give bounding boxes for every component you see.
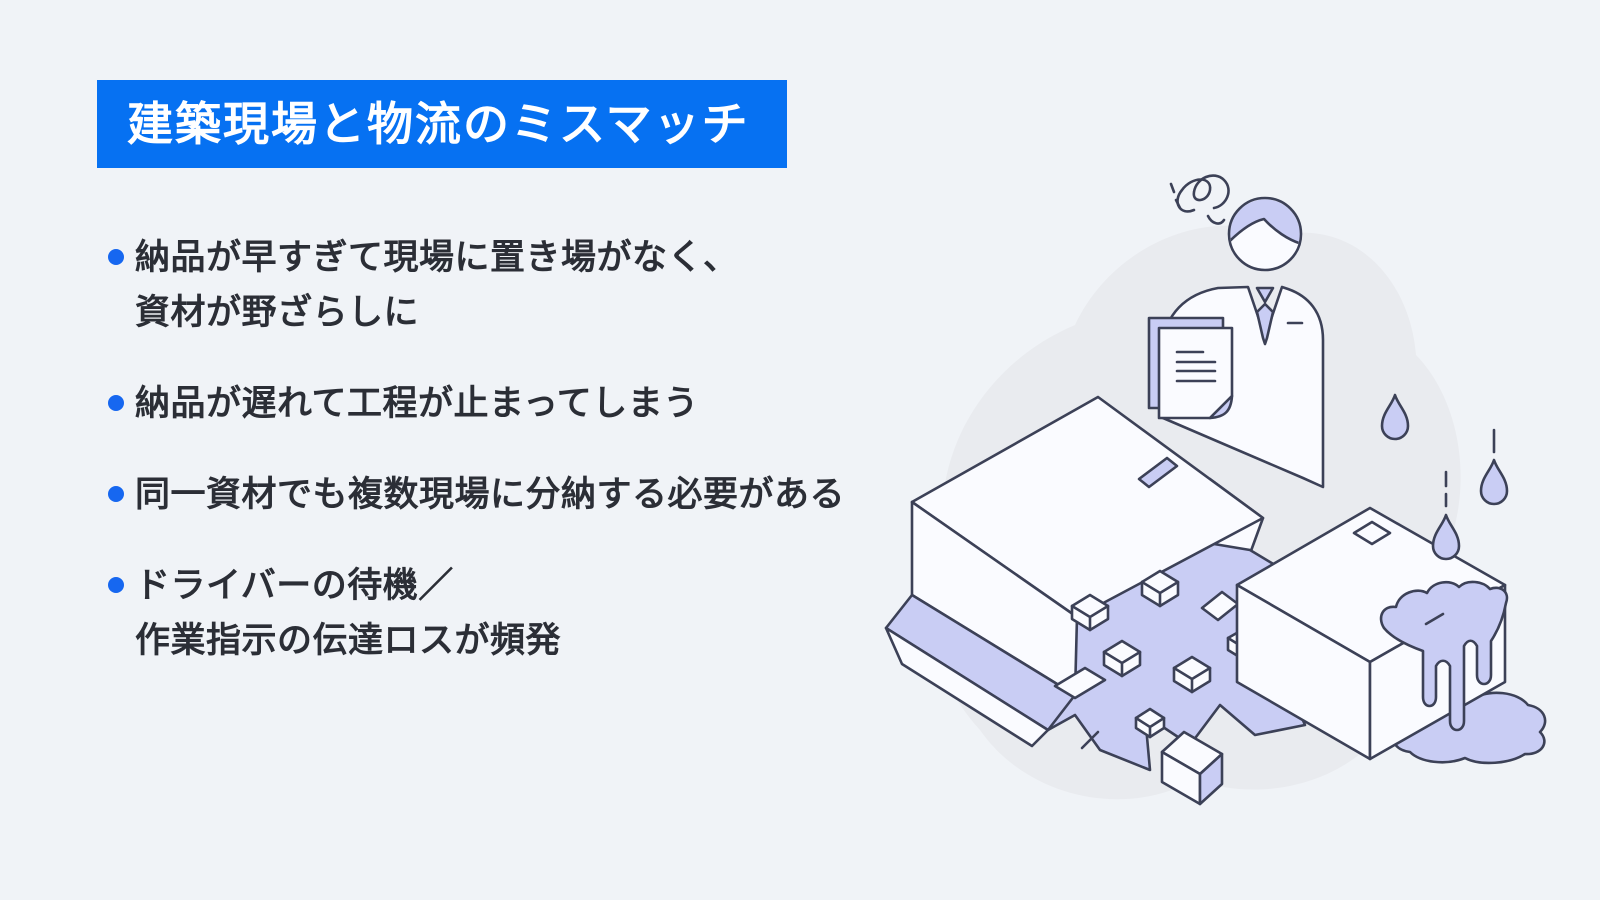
box-flap-outer [884,626,1050,748]
front-sheet [1157,326,1234,420]
list-item-text: 納品が遅れて工程が止まってしまう [135,384,699,423]
list-item-text: 資材が野ざらしに [135,293,420,332]
illustration-svg [884,174,1547,806]
bullet-dot-icon [108,577,124,593]
tie-icon [1255,286,1275,346]
water-drops-icon [1380,393,1509,561]
spilled-liquid [1379,580,1509,732]
list-item: 納品が早すぎて現場に置き場がなく、 資材が野ざらしに [108,230,845,340]
handle-slot [1137,456,1179,489]
issue-list: 納品が早すぎて現場に置き場がなく、 資材が野ざらしに 納品が遅れて工程が止まって… [108,230,845,704]
list-item-text: ドライバーの待機／ [135,566,454,605]
bullet-dot-icon [108,249,124,265]
logistics-mismatch-illustration [850,130,1550,830]
box-label-diamond [1352,520,1392,546]
confusion-squiggle-icon [1169,174,1230,225]
bullet-dot-icon [108,395,124,411]
list-item-text: 作業指示の伝達ロスが頻発 [135,621,562,660]
page-title-banner: 建築現場と物流のミスマッチ [97,80,787,168]
page-title: 建築現場と物流のミスマッチ [127,98,750,150]
list-item: ドライバーの待機／ 作業指示の伝達ロスが頻発 [108,558,845,668]
list-item-text: 同一資材でも複数現場に分納する必要がある [135,475,846,514]
wedge-chunk [1160,730,1224,806]
list-item-text: 納品が早すぎて現場に置き場がなく、 [135,238,739,277]
rain-soaked-box [1235,506,1547,765]
list-item: 同一資材でも複数現場に分納する必要がある [108,467,845,522]
folded-corner [1208,394,1234,420]
documents-icon [1147,316,1234,420]
document-text-lines [1175,350,1217,383]
list-item: 納品が遅れて工程が止まってしまう [108,376,845,431]
bullet-dot-icon [108,486,124,502]
